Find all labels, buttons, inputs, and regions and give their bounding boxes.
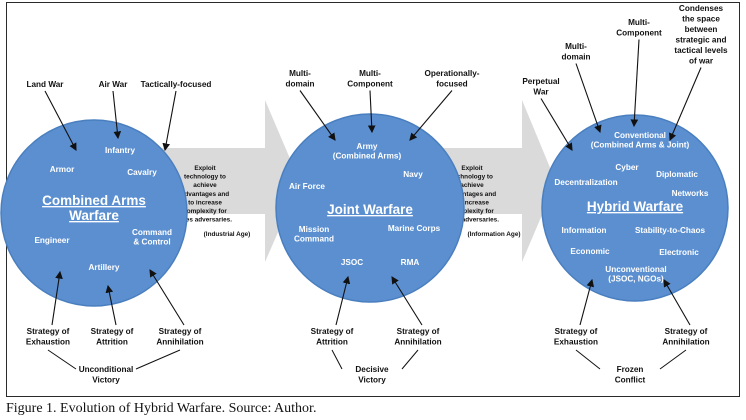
circle-2-top-multi-component: Multi-Component	[347, 69, 393, 89]
circle-1-bottom-arrow-3	[149, 269, 185, 326]
circle-3-item-diplomatic: Diplomatic	[656, 170, 698, 179]
circle-2-top-arrow-2	[367, 90, 376, 134]
circle-2-bottom-arrow-1	[335, 275, 351, 326]
arrow-1-era: (Industrial Age)	[204, 231, 251, 238]
circle-3-bottom-arrow-2	[663, 279, 691, 326]
circle-3-item-economic: Economic	[570, 247, 610, 256]
circle-2-item-navy: Navy	[403, 170, 423, 179]
circle-1-item-armor: Armor	[50, 165, 75, 174]
circle-1-item-cavalry: Cavalry	[127, 168, 157, 177]
circle-1-top-arrow-2	[112, 90, 122, 140]
circle-3-top-multi-domain: Multi-domain	[561, 42, 590, 62]
circle-3-item-stability-to-chaos: Stability-to-Chaos	[635, 226, 705, 235]
circle-2-top-multi-domain: Multi-domain	[285, 69, 314, 89]
circle-3-bracket-left	[575, 349, 601, 370]
circle-3-item-networks: Networks	[672, 189, 709, 198]
circle-3-bottom-arrow-1	[579, 278, 595, 326]
circle-2-item-rma: RMA	[401, 258, 420, 267]
circle-3-item-information: Information	[561, 226, 606, 235]
circle-2-title: Joint Warfare	[327, 202, 413, 217]
circle-3-top-multi-component: Multi-Component	[616, 18, 662, 38]
circle-3-item-unconventional-jsoc-ngos: Unconventional(JSOC, NGOs)	[605, 265, 666, 284]
circle-1-item-infantry: Infantry	[105, 146, 135, 155]
circle-3-top-arrow-3	[630, 39, 640, 128]
circle-1-top-arrow-3	[162, 90, 177, 152]
circle-1-top-tactically-focused: Tactically-focused	[141, 80, 212, 89]
circle-1-bracket-left	[47, 349, 77, 370]
circle-2-item-army-combined-arms: Army(Combined Arms)	[333, 142, 402, 161]
circle-1-top-air-war: Air War	[99, 80, 129, 89]
circle-3-top-arrow-1	[540, 98, 573, 151]
arrow-2-era: (Information Age)	[467, 231, 520, 238]
circle-3-top-arrow-2	[575, 63, 602, 134]
era-arrow-2	[440, 100, 556, 262]
circle-2-item-marine-corps: Marine Corps	[388, 224, 441, 233]
circle-3-item-decentralization: Decentralization	[554, 178, 617, 187]
circle-2-top-arrow-3	[409, 90, 453, 141]
circle-1-item-command-control: Command& Control	[132, 228, 172, 247]
circle-2-top-arrow-1	[299, 90, 336, 141]
era-arrow-1	[160, 100, 300, 262]
circle-2-item-jsoc: JSOC	[341, 258, 363, 267]
circle-2-bracket-left	[331, 349, 343, 370]
circle-3-top-arrow-4	[669, 67, 702, 142]
circle-2	[275, 113, 465, 303]
circle-1-top-land-war: Land War	[27, 80, 65, 89]
circle-1-bottom-arrow-1	[51, 270, 63, 326]
circle-1-item-engineer: Engineer	[34, 236, 70, 245]
circle-1-top-arrow-1	[44, 90, 77, 151]
circle-3-item-cyber: Cyber	[615, 163, 639, 172]
circle-2-bottom-arrow-2	[391, 276, 423, 326]
circle-2-bracket-right	[401, 349, 419, 370]
circle-3-item-conventional-combined-arms-joint: Conventional(Combined Arms & Joint)	[591, 131, 690, 150]
circle-1-bracket-right	[135, 349, 181, 370]
circle-2-top-operationally-focused: Operationally-focused	[424, 69, 479, 89]
circle-3-bracket-right	[659, 349, 687, 370]
circle-3-item-electronic: Electronic	[659, 248, 699, 257]
circle-1	[0, 119, 188, 307]
circle-1-bottom-arrow-2	[105, 284, 117, 326]
circle-1-item-artillery: Artillery	[89, 263, 120, 272]
figure-caption: Figure 1. Evolution of Hybrid Warfare. S…	[6, 401, 317, 416]
circle-2-item-air-force: Air Force	[289, 182, 325, 191]
circle-3-title: Hybrid Warfare	[587, 199, 684, 214]
